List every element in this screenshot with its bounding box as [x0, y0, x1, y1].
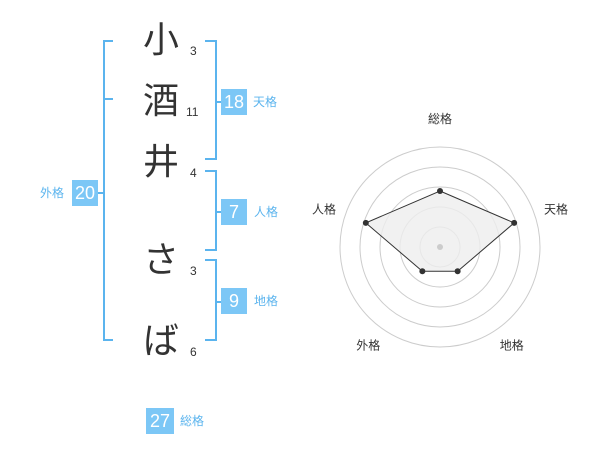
radar-point-2	[511, 219, 518, 226]
radar-point-4	[419, 268, 426, 275]
gaikaku-bracket	[103, 40, 113, 341]
radar-axis-label-5: 人格	[312, 201, 336, 216]
name-char-5: ば	[142, 321, 179, 362]
name-char-3: 井	[142, 142, 179, 183]
chikaku-bracket	[205, 259, 217, 341]
chikaku-value: 9	[221, 288, 247, 314]
name-char-1: 小	[142, 20, 179, 61]
radar-axis-label-1: 総格	[428, 111, 452, 126]
jinkaku-stem	[215, 211, 221, 213]
tenkaku-label: 天格	[253, 95, 278, 109]
radar-center-dot	[437, 244, 443, 250]
stroke-count-3: 4	[190, 166, 197, 180]
radar-ring-3	[379, 186, 501, 308]
stroke-count-4: 3	[190, 264, 197, 278]
gaikaku-label: 外格	[40, 186, 65, 200]
radar-ring-4	[359, 166, 521, 328]
stroke-count-2: 11	[186, 105, 199, 119]
radar-axis-label-3: 地格	[500, 338, 524, 353]
tenkaku-stem	[215, 101, 221, 103]
chikaku-stem	[215, 301, 221, 303]
radar-ring-5	[339, 146, 541, 348]
tenkaku-value: 18	[221, 89, 247, 115]
jinkaku-bracket	[205, 170, 217, 251]
name-char-2: 酒	[142, 81, 179, 122]
radar-point-1	[437, 188, 443, 194]
gaikaku-stem	[98, 192, 104, 194]
radar-axis-label-2: 天格	[544, 201, 568, 216]
stroke-count-5: 6	[190, 345, 197, 359]
soukaku-label: 総格	[180, 414, 205, 428]
gaikaku-value: 20	[72, 180, 98, 206]
radar-polygon	[364, 190, 516, 272]
gaikaku-tick	[103, 98, 113, 100]
tenkaku-bracket	[205, 40, 217, 160]
name-char-4: さ	[142, 240, 179, 281]
radar-point-5	[362, 219, 369, 226]
soukaku-value: 27	[146, 408, 174, 434]
stroke-count-1: 3	[190, 44, 197, 58]
chikaku-label: 地格	[254, 294, 279, 308]
radar-axis-label-4: 外格	[356, 338, 380, 353]
jinkaku-value: 7	[221, 199, 247, 225]
radar-point-3	[454, 268, 461, 275]
jinkaku-label: 人格	[254, 205, 279, 219]
